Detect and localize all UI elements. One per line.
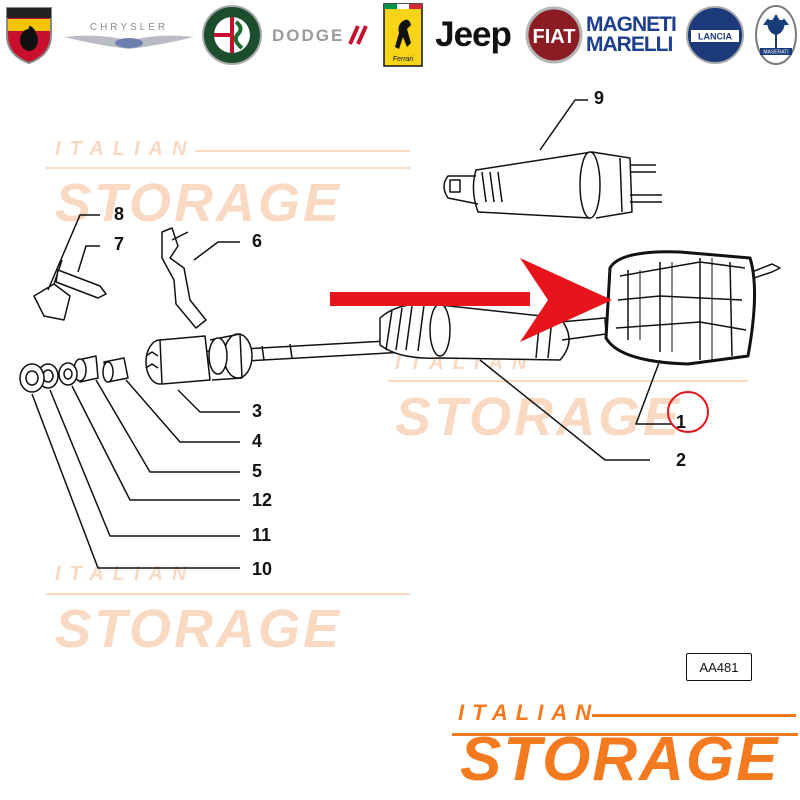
diagram-code-box: AA481 xyxy=(686,653,752,681)
magneti-marelli-text: MAGNETI MARELLI xyxy=(586,13,677,56)
lancia-text: LANCIA xyxy=(698,32,732,42)
brand-logo-bar: CHRYSLER DODGE Ferrari xyxy=(0,0,800,70)
dodge-text: DODGE xyxy=(272,26,344,45)
shift-fork-part xyxy=(161,227,240,329)
part-label-7: 7 xyxy=(114,234,124,254)
washer-part-5 xyxy=(73,355,240,473)
part-label-10: 10 xyxy=(252,559,272,579)
part-label-2: 2 xyxy=(676,450,686,470)
washer-part-10 xyxy=(19,363,240,569)
part-label-9: 9 xyxy=(594,88,604,108)
maserati-text: MASERATI xyxy=(763,50,788,56)
bushing-part xyxy=(102,357,240,443)
part-label-6: 6 xyxy=(252,231,262,251)
fiat-text: FIAT xyxy=(533,26,576,48)
lancia-logo: LANCIA xyxy=(684,4,746,66)
drive-pinion-part xyxy=(145,333,253,413)
footer-line xyxy=(592,714,796,717)
part-label-12: 12 xyxy=(252,490,272,510)
watermark-big-text: STORAGE xyxy=(55,599,343,659)
dodge-logo: DODGE xyxy=(270,4,380,66)
jeep-text: Jeep xyxy=(435,15,512,54)
footer-small-text: ITALIAN xyxy=(458,700,600,725)
brush-part xyxy=(33,214,100,321)
alfa-romeo-logo xyxy=(200,4,264,66)
part-label-11: 11 xyxy=(252,525,271,545)
part-label-3: 3 xyxy=(252,401,262,421)
highlight-circle xyxy=(667,391,709,433)
watermark-line xyxy=(195,150,410,152)
chrysler-logo: CHRYSLER xyxy=(62,4,196,66)
watermark-line xyxy=(46,593,410,595)
ferrari-text: Ferrari xyxy=(393,56,414,63)
ring-part-12 xyxy=(58,362,240,501)
watermark-big-text: STORAGE xyxy=(395,387,683,447)
field-coil-housing-part xyxy=(604,250,781,425)
jeep-logo: Jeep xyxy=(428,4,518,66)
maserati-logo: MASERATI xyxy=(752,4,800,66)
watermark-big-text: STORAGE xyxy=(55,173,343,233)
pivot-pin-part xyxy=(55,245,107,299)
ferrari-logo: Ferrari xyxy=(382,3,424,67)
part-label-8: 8 xyxy=(114,204,124,224)
lancia-badge-icon: LANCIA xyxy=(686,6,744,64)
ring-part-11 xyxy=(37,363,240,537)
fiat-badge-icon: FIAT xyxy=(525,6,583,64)
watermark-line xyxy=(46,167,410,169)
chrysler-text: CHRYSLER xyxy=(90,22,168,33)
ferrari-prancing-horse-icon: Ferrari xyxy=(383,3,423,67)
solenoid-part xyxy=(443,99,662,219)
footer-line xyxy=(452,733,798,736)
diagram-code: AA481 xyxy=(699,659,739,675)
abarth-shield-icon xyxy=(6,7,52,65)
part-label-4: 4 xyxy=(252,431,262,451)
magneti-marelli-logo: MAGNETI MARELLI xyxy=(586,4,680,66)
abarth-logo xyxy=(2,4,56,66)
dodge-wordmark-icon: DODGE xyxy=(272,25,368,45)
part-label-5: 5 xyxy=(252,461,262,481)
watermark-small-text: ITALIAN xyxy=(55,138,196,160)
alfa-romeo-badge-icon xyxy=(202,5,262,65)
highlight-arrow xyxy=(330,258,612,342)
fiat-logo: FIAT xyxy=(524,4,584,66)
maserati-trident-icon: MASERATI xyxy=(755,5,797,65)
part-label-1: 1 xyxy=(676,412,686,432)
chrysler-wings-icon: CHRYSLER xyxy=(64,22,194,49)
watermark-line xyxy=(388,380,748,382)
footer-big-text: STORAGE xyxy=(460,725,780,794)
